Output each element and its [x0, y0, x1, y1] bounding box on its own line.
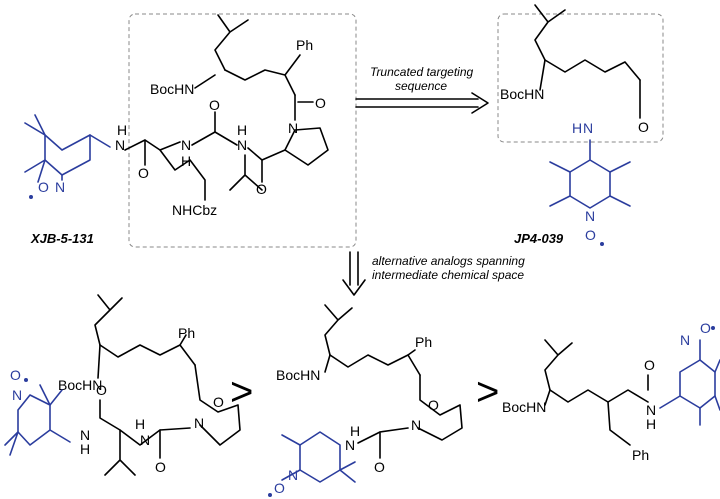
- greater-than-1: >: [230, 370, 253, 414]
- xjb-nitroxide-o: O: [38, 179, 49, 195]
- jp4-carbonyl-o: O: [638, 119, 649, 135]
- xjb-amide-h: H: [117, 122, 127, 138]
- analog3-bochn: BocHN: [502, 399, 546, 415]
- analog3-carbonyl-o: O: [644, 357, 655, 373]
- analog1-nitroxide-n: N: [12, 387, 22, 403]
- analog-2-structure: BocHN Ph O N O H N N O: [268, 304, 463, 497]
- xjb-targeting-sequence-box: [128, 13, 357, 248]
- analog1-amide-h2: H: [80, 441, 90, 457]
- truncation-note-line1: Truncated targeting: [370, 65, 473, 79]
- jp4-bochn: BocHN: [500, 86, 544, 102]
- xjb-5-131-structure: N O H N O NHCbz N H O H N O N O Ph BocHN: [24, 14, 329, 218]
- analog2-carbonyl-o2: O: [374, 459, 385, 475]
- analog1-proline-n: N: [194, 415, 204, 431]
- xjb-amide-h3: H: [237, 122, 247, 138]
- xjb-amide-n2: N: [181, 137, 191, 153]
- analogs-down-arrow: [342, 251, 366, 296]
- xjb-5-131-label: XJB-5-131: [30, 231, 94, 246]
- xjb-amide-n: N: [115, 137, 125, 153]
- xjb-proline-n: N: [288, 120, 298, 136]
- jp4-amide-n: N: [583, 120, 593, 136]
- xjb-nhcbz: NHCbz: [172, 202, 217, 218]
- analog3-nitroxide-o: O: [700, 320, 711, 336]
- xjb-bochn: BocHN: [150, 81, 194, 97]
- analog3-nitroxide-n: N: [680, 332, 690, 348]
- analog2-ph: Ph: [415, 334, 432, 350]
- analog1-amide-n2: N: [80, 427, 90, 443]
- analog1-carbonyl-o2: O: [155, 459, 166, 475]
- analog1-amide-h: H: [135, 416, 145, 432]
- xjb-amide-h2: H: [181, 153, 191, 169]
- analog-3-structure: BocHN Ph O N H N O: [502, 320, 720, 463]
- xjb-ph: Ph: [296, 37, 313, 53]
- analog2-amide-h: H: [350, 423, 360, 439]
- analog2-nitroxide-o: O: [274, 480, 285, 496]
- xjb-carbonyl-o1: O: [138, 165, 149, 181]
- analog-1-structure: BocHN Ph O N O N H O N H N O: [4, 294, 241, 476]
- analog3-amide-h: H: [646, 416, 656, 432]
- analog2-proline-n: N: [411, 417, 421, 433]
- xjb-amide-n3: N: [237, 137, 247, 153]
- xjb-carbonyl-o3: O: [256, 181, 267, 197]
- analog2-amide-n: N: [345, 437, 355, 453]
- analog1-nitroxide-o: O: [10, 367, 21, 383]
- jp4-039-label: JP4-039: [514, 231, 564, 246]
- jp4-amide-hn: H: [572, 120, 582, 136]
- analog2-nitroxide-n: N: [288, 467, 298, 483]
- analog1-carbonyl-o3: O: [96, 382, 107, 398]
- truncation-arrow: [355, 92, 489, 114]
- jp4-targeting-sequence-box: [497, 13, 664, 143]
- xjb-nitroxide-n: N: [55, 179, 65, 195]
- analogs-note-line2: intermediate chemical space: [372, 268, 524, 282]
- greater-than-2: >: [476, 370, 499, 414]
- analog2-carbonyl-o: O: [428, 397, 439, 413]
- analog1-carbonyl-o: O: [213, 394, 224, 410]
- jp4-nitroxide-o: O: [585, 227, 596, 243]
- analog1-ph: Ph: [178, 325, 195, 341]
- xjb-carbonyl-o2: O: [209, 97, 220, 113]
- analog1-amide-n: N: [140, 432, 150, 448]
- jp4-039-structure: BocHN O H N N O: [500, 4, 649, 246]
- analog3-amide-n: N: [646, 402, 656, 418]
- xjb-carbonyl-o4: O: [315, 95, 326, 111]
- analogs-note-line1: alternative analogs spanning: [372, 254, 525, 268]
- truncation-note-line2: sequence: [395, 79, 447, 93]
- analog1-bochn: BocHN: [58, 377, 102, 393]
- analog2-bochn: BocHN: [276, 367, 320, 383]
- jp4-nitroxide-n: N: [585, 208, 595, 224]
- analog3-ph: Ph: [632, 447, 649, 463]
